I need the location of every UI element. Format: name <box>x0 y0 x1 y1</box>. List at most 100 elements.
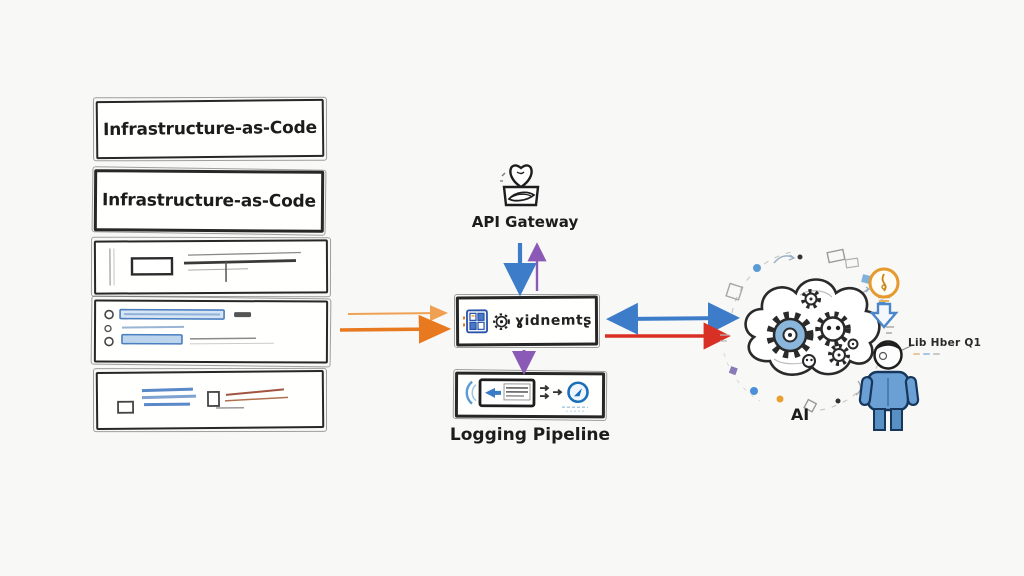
arrow-deploy-light <box>347 305 448 322</box>
dashed-orbit <box>731 250 798 314</box>
doodle-square <box>803 398 818 413</box>
gear-teeth <box>801 289 821 309</box>
person-arm <box>858 375 874 407</box>
doodle-arrow <box>773 254 796 264</box>
sketch-cap <box>234 312 252 318</box>
progress-bar <box>121 333 183 345</box>
doodle-square <box>725 282 744 301</box>
sketch-rect <box>117 400 135 414</box>
sketch-line-blue <box>141 387 193 393</box>
grid-cell <box>469 321 477 331</box>
person-leg <box>873 408 886 431</box>
logging-sketch <box>465 378 589 412</box>
logging-label: Logging Pipeline <box>449 425 611 445</box>
person-arm <box>904 375 920 407</box>
iac-box-1: Infrastructure-as-Code <box>95 98 325 160</box>
person-leg <box>890 408 903 431</box>
logging-box <box>454 371 606 419</box>
sketch-line <box>187 251 301 256</box>
arrow-deploy <box>339 314 452 344</box>
gear-icon <box>493 312 510 330</box>
person-figure <box>858 340 920 431</box>
log-grid <box>503 383 531 401</box>
eye-dot <box>835 325 841 331</box>
compass-needle <box>573 388 583 397</box>
gear-teeth <box>815 311 851 347</box>
gear-teeth <box>493 312 510 330</box>
gear-center <box>837 353 841 357</box>
person-glasses <box>878 351 888 361</box>
gear-teeth <box>766 311 814 359</box>
log-arrow-icon <box>485 387 502 398</box>
grid-cell <box>469 312 477 322</box>
sketch-dot <box>104 324 112 333</box>
gear-hub <box>499 319 504 323</box>
gear-center <box>788 333 792 337</box>
doodle-square-purple <box>728 366 738 376</box>
faint-annotation-dashes <box>913 353 940 355</box>
server-list-sketch <box>104 308 274 347</box>
grid-cell <box>477 312 485 321</box>
gear-body <box>820 316 846 342</box>
engine-box: ɣidnemtʂ <box>455 295 599 347</box>
dash-gray <box>933 353 940 355</box>
doodle-dot-blue <box>750 387 758 395</box>
doodle-square-blue <box>861 274 871 284</box>
sketch-line <box>189 342 274 345</box>
gear-blue-icon <box>766 311 814 359</box>
gateway-label: API Gateway <box>471 213 579 231</box>
doodle-dot-orange <box>776 395 784 403</box>
server-detail-sketch <box>117 387 289 414</box>
sketch-line-blue <box>141 394 197 400</box>
grid-icon <box>463 309 489 334</box>
log-card-icon <box>478 378 536 408</box>
gear-small-top-icon <box>801 289 821 309</box>
sketch-line <box>189 337 256 340</box>
doodle-card <box>826 248 846 264</box>
doodle-ticks <box>886 326 894 334</box>
bulb-filament-coil <box>881 284 887 290</box>
doodle-card <box>844 257 860 269</box>
eye-dot <box>826 325 832 331</box>
gear-teeth <box>828 344 850 366</box>
cloud-heart-shape <box>509 164 533 189</box>
server-form-sketch <box>109 248 301 286</box>
ai-cloud-icon <box>720 248 894 413</box>
down-arrow-funnel-icon <box>869 302 899 329</box>
iac-label-2: Infrastructure-as-Code <box>102 190 316 212</box>
engine-label: ɣidnemtʂ <box>514 312 593 330</box>
eye-dot <box>810 358 813 362</box>
gear-center <box>851 342 855 346</box>
doodle-dot-dark <box>835 398 841 404</box>
doodle-dot-blue <box>753 264 761 272</box>
sketch-dot <box>104 309 114 320</box>
sketch-dot <box>104 336 114 347</box>
gear-face-icon <box>815 311 851 347</box>
sketch-rect <box>207 391 220 407</box>
mini-face-icon <box>802 354 816 368</box>
compass-icon <box>567 381 589 404</box>
dash-arrow <box>539 392 550 400</box>
dash-orange <box>913 353 920 355</box>
dashed-orbit <box>723 352 761 402</box>
person-head <box>873 340 903 370</box>
server-box-form <box>93 239 329 295</box>
sketch-line <box>188 268 249 271</box>
ai-label: AI <box>790 405 810 424</box>
signal-arc-icon <box>471 384 477 402</box>
server-box-list <box>93 299 329 364</box>
grid-cell <box>477 321 485 330</box>
api-gateway-icon <box>500 164 540 207</box>
iac-label-1: Infrastructure-as-Code <box>102 117 317 141</box>
face-outline <box>802 354 816 368</box>
person-hair <box>875 342 901 351</box>
sketch-line-red <box>225 388 285 396</box>
sketch-line-red <box>224 396 289 402</box>
sketch-line <box>183 259 296 265</box>
gear-small-bottom-icon <box>828 338 859 366</box>
server-box-detail <box>95 370 325 430</box>
gear-center <box>809 297 813 301</box>
cloud-detail <box>516 171 525 175</box>
sparkle-doodle <box>500 172 506 182</box>
doodle-dot-dark <box>797 254 803 260</box>
